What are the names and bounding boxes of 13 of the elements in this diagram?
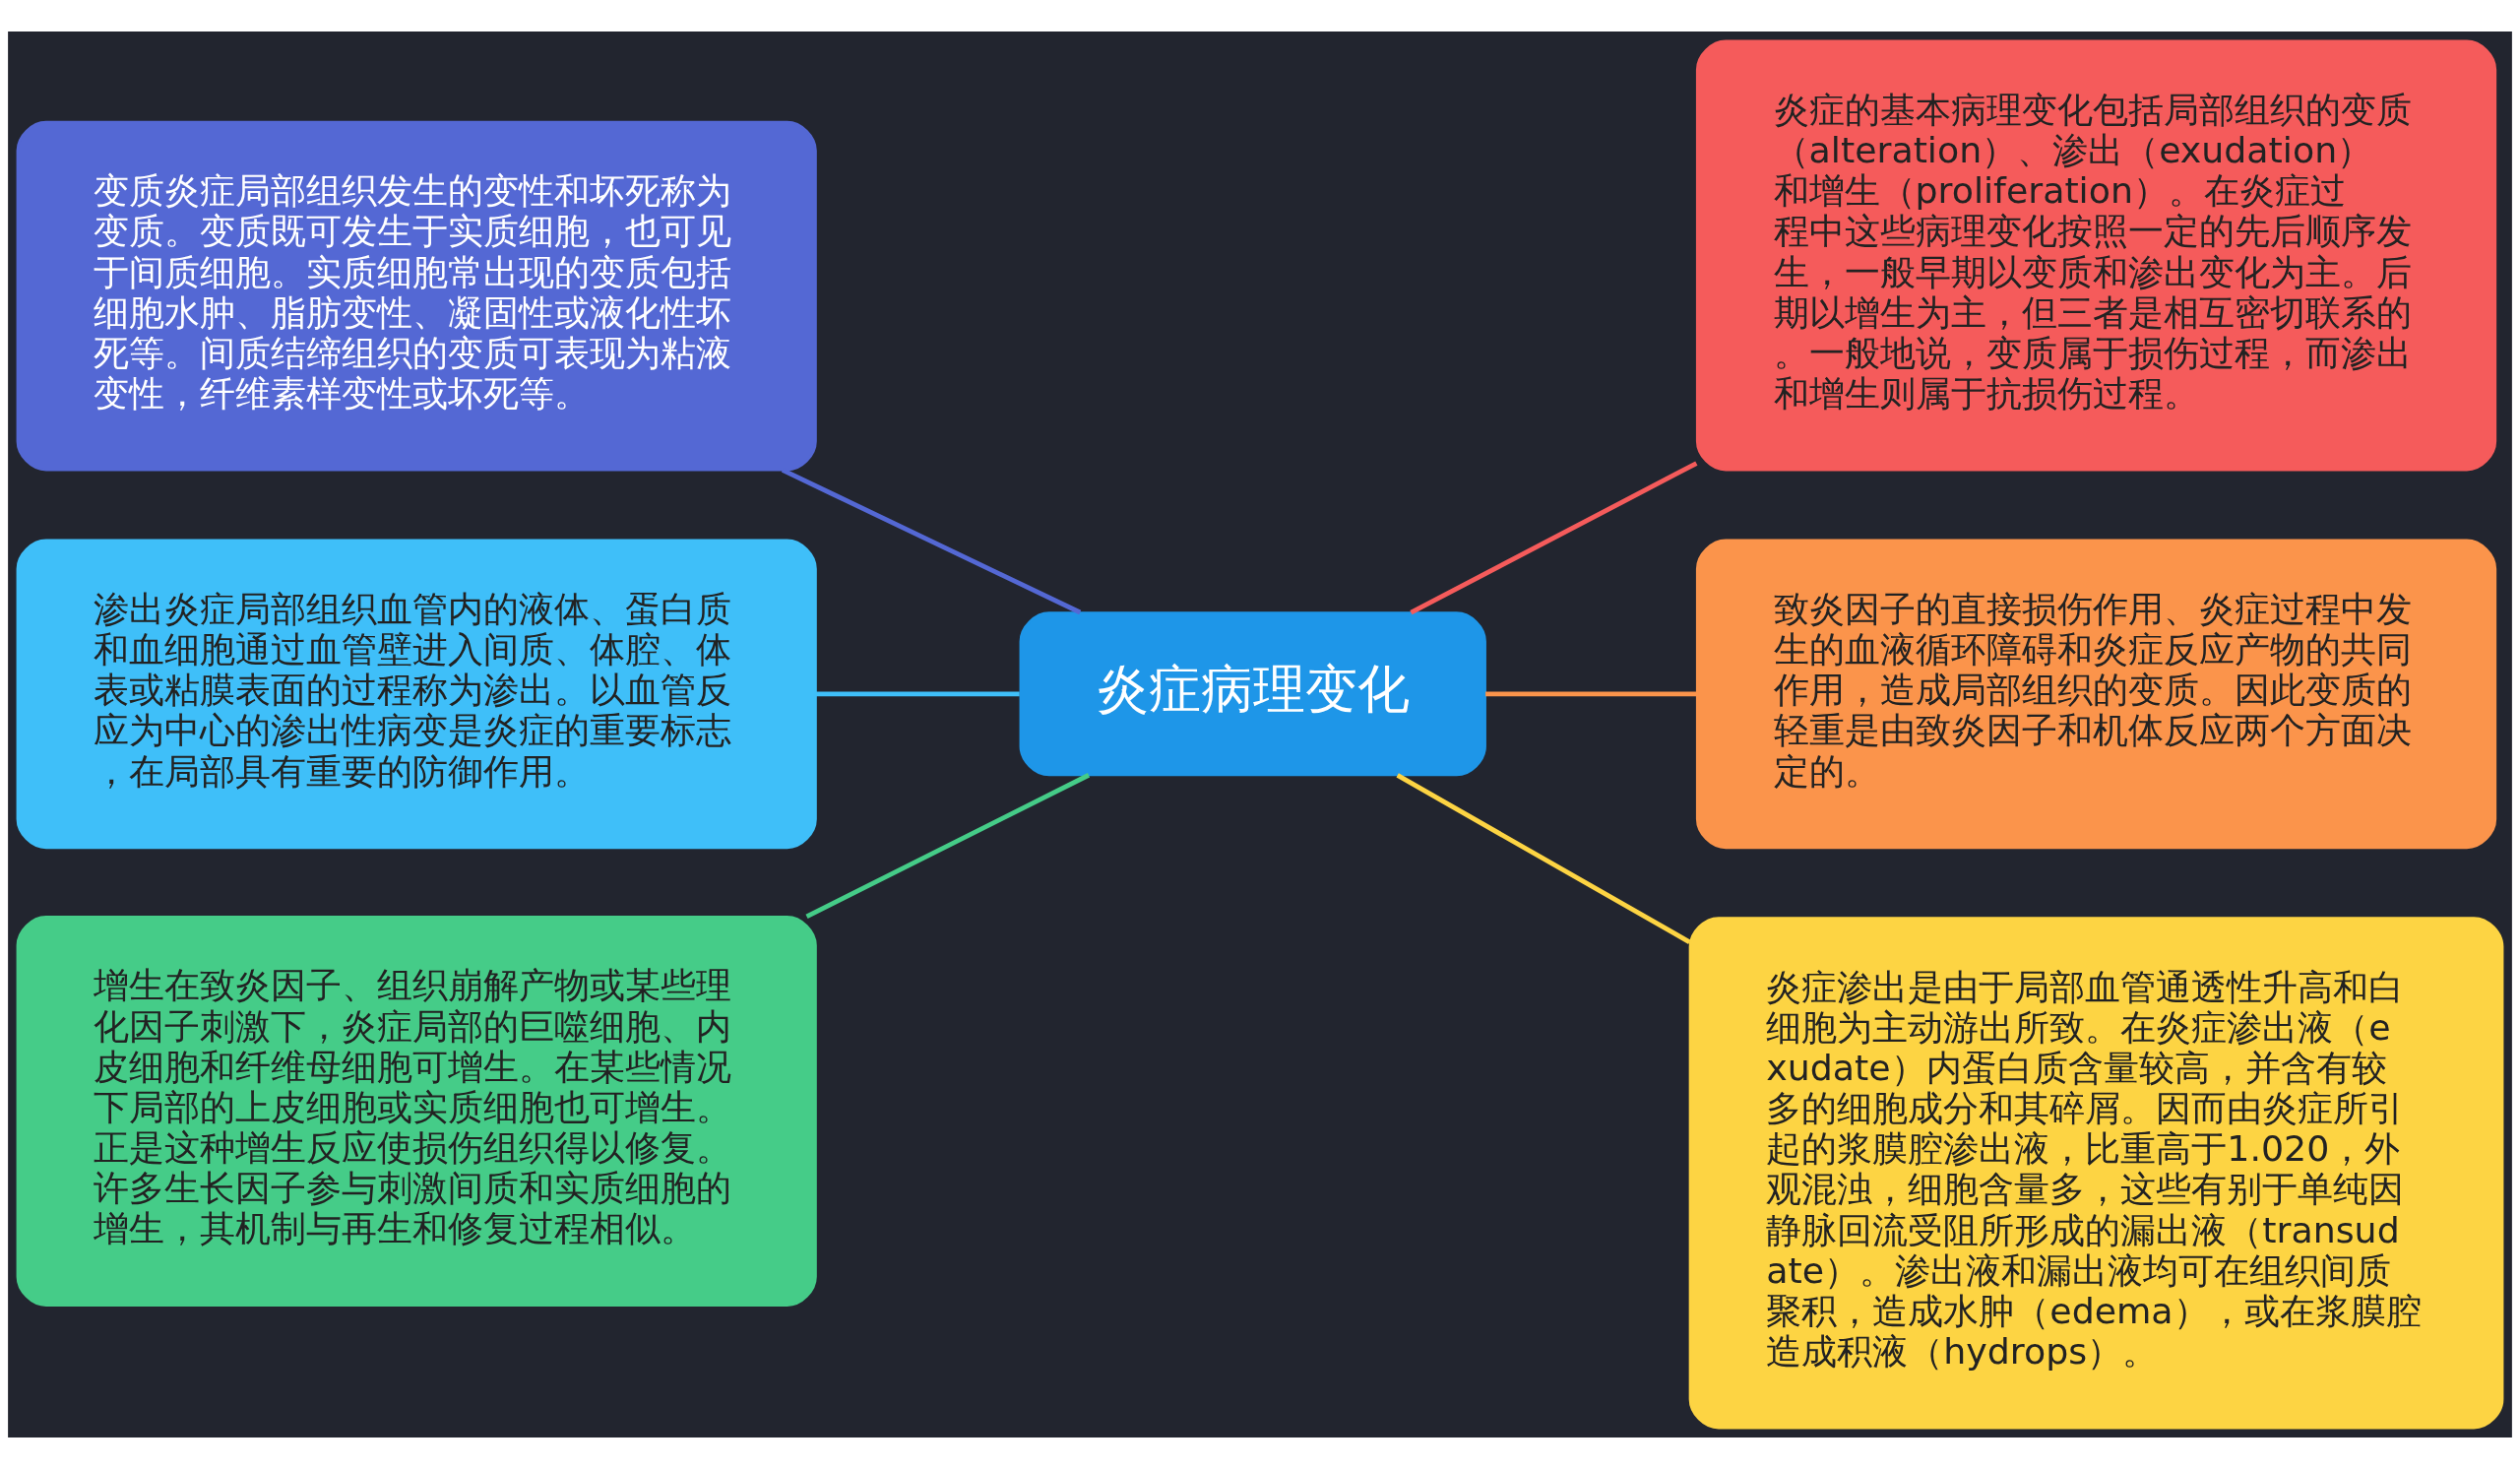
connector xyxy=(1485,691,1697,697)
node-box: 渗出炎症局部组织血管内的液体、蛋白质和血细胞通过血管壁进入间质、体腔、体表或粘膜表面的过程称为渗出。以血管反应为中心的渗出性病变是炎症的重要标志，在局部具有重要的防御作用。 xyxy=(16,539,817,850)
node-box: 炎症的基本病理变化包括局部组织的变质（alteration）、渗出（exudation）和增生（proliferation）。在炎症过程中这些病理变化按照一定的先后顺序发生，一般早期以变质和渗出变化为主。后期以增生为主，但三者是相互密切联系的。一般地说，变质属于损伤过程，而渗出和增生则属于抗损伤过程。 xyxy=(1695,39,2497,472)
connector xyxy=(1410,461,1698,615)
connector xyxy=(805,773,1091,920)
node-box: 炎症病理变化 xyxy=(1019,611,1486,777)
node-box: 炎症渗出是由于局部血管通透性升高和白细胞为主动游出所致。在炎症渗出液（exudate）内蛋白质含量较高，并含有较多的细胞成分和其碎屑。因而由炎症所引起的浆膜腔渗出液，比重高于1.020，外观混浊，细胞含量多，这些有别于单纯因静脉回流受阻所形成的漏出液（transudate）。渗出液和漏出液均可在组织间质聚积，造成水肿（edema），或在浆膜腔造成积液（hydrops）。 xyxy=(1688,917,2504,1430)
node-box: 变质炎症局部组织发生的变性和坏死称为变质。变质既可发生于实质细胞，也可见于间质细胞。实质细胞常出现的变质包括细胞水肿、脂肪变性、凝固性或液化性坏死等。间质结缔组织的变质可表现为粘液变性，纤维素样变性或坏死等。 xyxy=(16,120,817,472)
node-box: 增生在致炎因子、组织崩解产物或某些理化因子刺激下，炎症局部的巨噬细胞、内皮细胞和纤维母细胞可增生。在某些情况下局部的上皮细胞或实质细胞也可增生。正是这种增生反应使损伤组织得以修复。许多生长因子参与刺激间质和实质细胞的增生，其机制与再生和修复过程相似。 xyxy=(16,915,817,1307)
connector xyxy=(781,468,1082,615)
connector xyxy=(815,691,1020,697)
node-box: 致炎因子的直接损伤作用、炎症过程中发生的血液循环障碍和炎症反应产物的共同作用，造成局部组织的变质。因此变质的轻重是由致炎因子和机体反应两个方面决定的。 xyxy=(1695,539,2497,850)
connector xyxy=(1396,773,1691,944)
